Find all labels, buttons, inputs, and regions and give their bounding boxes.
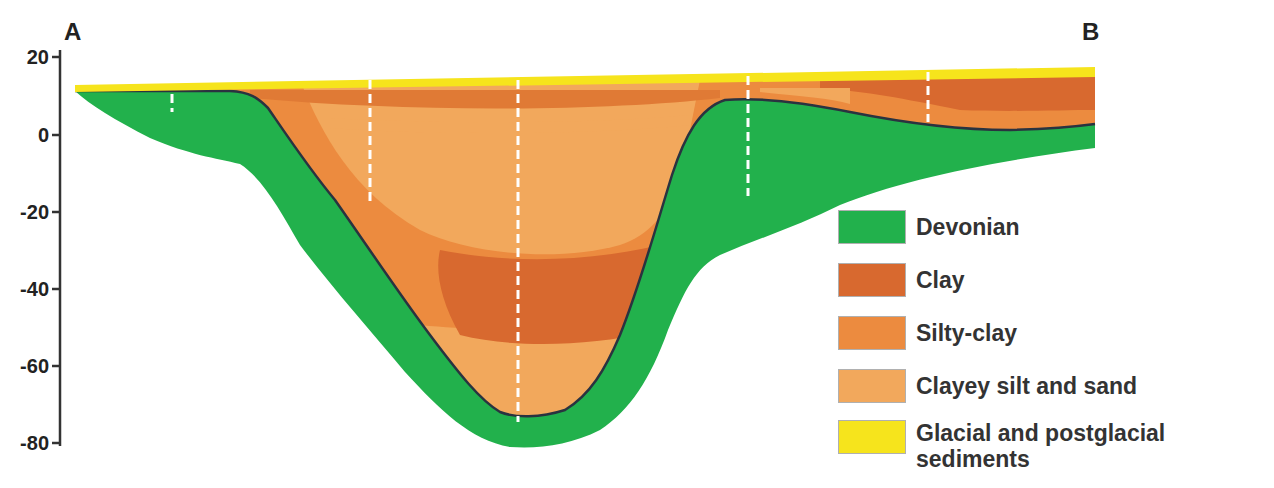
legend-swatch <box>838 316 906 350</box>
depth-value: 20 <box>27 47 49 67</box>
depth-value: -80 <box>20 433 49 453</box>
section-end: A <box>64 20 81 44</box>
legend-text: Glacial and postglacial sediments <box>916 420 1256 473</box>
legend-entry: Silty-clay <box>838 316 1256 350</box>
legend-entry: Devonian <box>838 210 1256 244</box>
legend-swatch <box>838 420 906 454</box>
legend-entry: Clay <box>838 263 1256 297</box>
bedrock-surface <box>75 91 1095 416</box>
legend-text: Clayey silt and sand <box>916 373 1256 399</box>
depth-value: -60 <box>20 356 49 376</box>
legend-text: Clay <box>916 267 1256 293</box>
legend-entry: Glacial and postglacial sediments <box>838 420 1256 473</box>
legend-swatch <box>838 210 906 244</box>
section-end: B <box>1082 20 1099 44</box>
depth-axis <box>52 50 60 446</box>
legend-text: Devonian <box>916 214 1256 240</box>
depth-value: -40 <box>20 279 49 299</box>
depth-value: -20 <box>20 202 49 222</box>
legend-entry: Clayey silt and sand <box>838 369 1256 403</box>
legend-swatch <box>838 263 906 297</box>
legend-swatch <box>838 369 906 403</box>
glacial-cover <box>75 67 1095 92</box>
depth-value: 0 <box>38 125 49 145</box>
borehole <box>172 72 928 422</box>
legend-text: Silty-clay <box>916 320 1256 346</box>
